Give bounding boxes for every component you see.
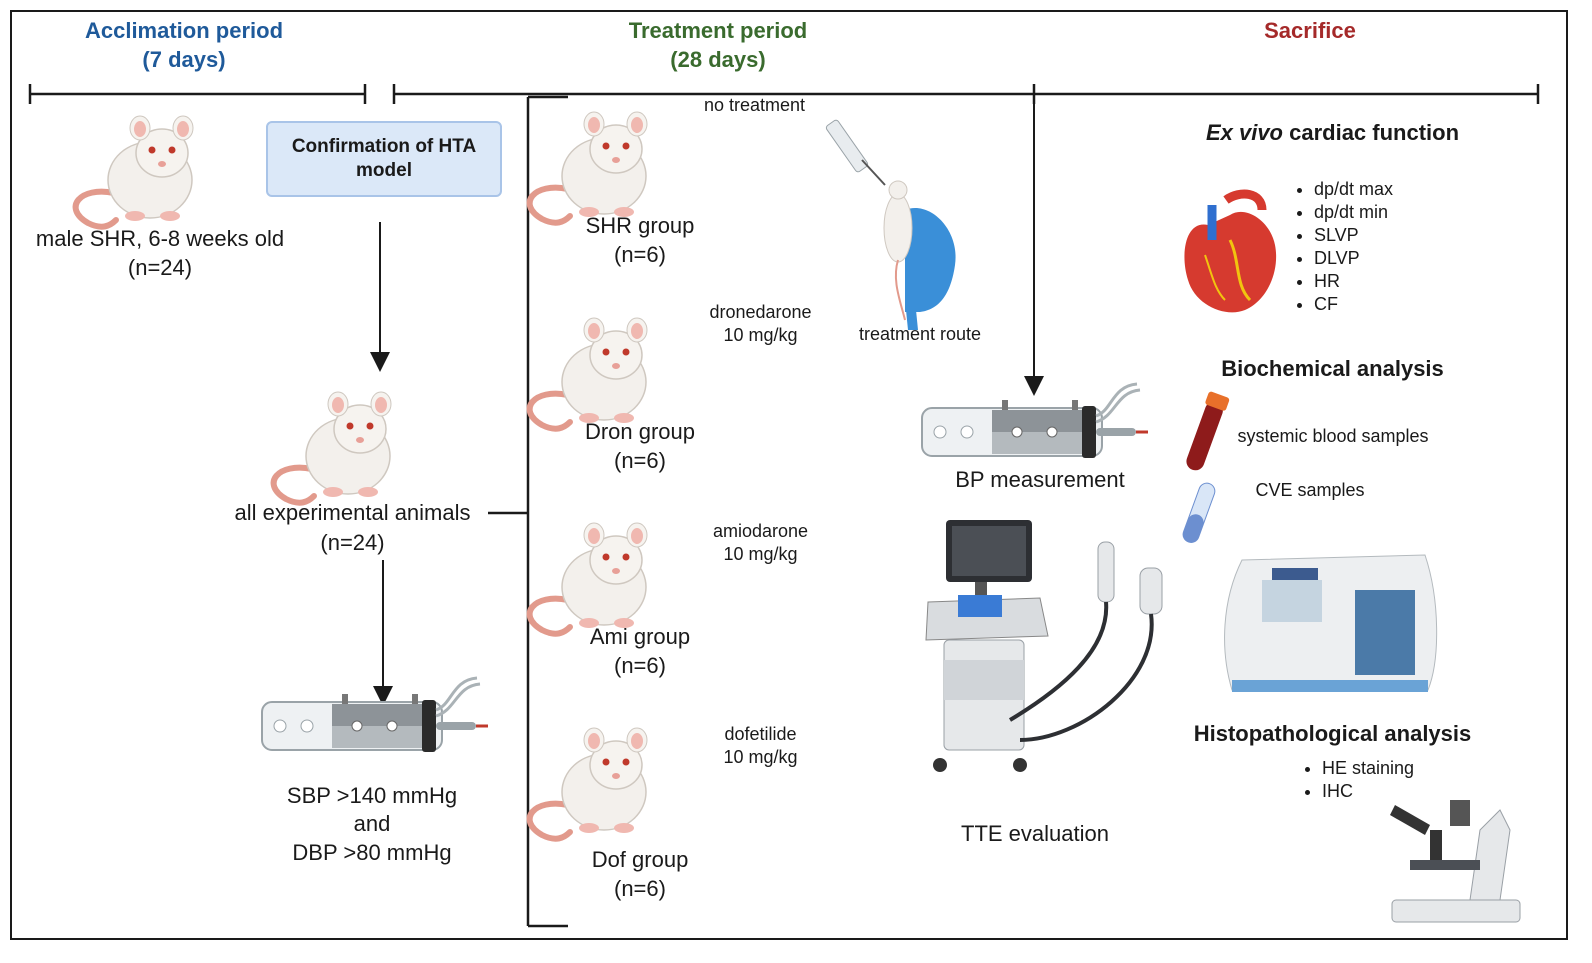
ultrasound-machine-icon (925, 520, 1163, 772)
rat-icon-ami-group (530, 523, 647, 634)
microscope-icon (1390, 800, 1521, 923)
criteria-sbp: SBP >140 mmHg (286, 783, 458, 808)
criteria-dbp: DBP >80 mmHg (292, 840, 452, 865)
all-animals-count: (n=24) (320, 530, 385, 555)
tte-evaluation-label: TTE evaluation (961, 821, 1109, 846)
biochem-title: Biochemical analysis (1221, 356, 1444, 381)
cardiac-params-list: dp/dt max dp/dt min SLVP DLVP HR CF (1292, 178, 1393, 316)
blood-tube-icon (1186, 391, 1230, 471)
group-dose: 10 mg/kg (723, 544, 798, 564)
heart-icon (1184, 189, 1277, 313)
animals-label: male SHR, 6-8 weeks old (35, 226, 285, 251)
list-item: dp/dt min (1314, 201, 1393, 224)
treatment-title: Treatment period (628, 18, 808, 43)
bp-measurement-label: BP measurement (955, 467, 1125, 492)
tail-cuff-restrainer-icon (260, 676, 490, 754)
spectrophotometer-icon (1224, 554, 1438, 692)
blood-samples-label: systemic blood samples (1237, 426, 1429, 446)
group-name: Dof group (591, 847, 689, 872)
animals-count: (n=24) (127, 255, 193, 280)
group-name: Dron group (584, 419, 696, 444)
rat-icon-male-shr (76, 116, 193, 227)
group-dose: 10 mg/kg (723, 747, 798, 767)
group-count: (n=6) (614, 242, 666, 267)
group-name: Ami group (589, 624, 691, 649)
list-item: CF (1314, 293, 1393, 316)
rat-icon-dof-group (530, 728, 647, 839)
group-count: (n=6) (614, 876, 666, 901)
list-item: HR (1314, 270, 1393, 293)
cve-tube-icon (1182, 482, 1216, 543)
all-animals-label: all experimental animals (234, 500, 471, 525)
rat-icon-all-animals (274, 392, 391, 503)
group-treatment: no treatment (703, 95, 806, 115)
acclimation-title: Acclimation period (84, 18, 284, 43)
treatment-duration: (28 days) (670, 47, 766, 72)
list-item: HE staining (1322, 757, 1414, 780)
sacrifice-title: Sacrifice (1264, 18, 1356, 43)
ex-vivo-rest: cardiac function (1283, 120, 1460, 145)
group-dose: 10 mg/kg (723, 325, 798, 345)
treatment-route-label: treatment route (858, 324, 982, 344)
list-item: DLVP (1314, 247, 1393, 270)
cve-samples-label: CVE samples (1255, 480, 1365, 500)
oral-gavage-icon (825, 119, 956, 330)
confirmation-box: Confirmation of HTA model (266, 121, 502, 197)
group-count: (n=6) (614, 448, 666, 473)
list-item: dp/dt max (1314, 178, 1393, 201)
group-count: (n=6) (614, 653, 666, 678)
criteria-and: and (353, 811, 391, 836)
group-treatment: dronedarone (709, 302, 812, 322)
rat-icon-shr-group (530, 112, 647, 223)
rat-icon-dron-group (530, 318, 647, 429)
ex-vivo-title: Ex vivo cardiac function (1190, 120, 1475, 146)
ex-vivo-italic: Ex vivo (1205, 120, 1283, 145)
histo-list: HE staining IHC (1300, 757, 1414, 803)
list-item: SLVP (1314, 224, 1393, 247)
group-name: SHR group (585, 213, 695, 238)
list-item: IHC (1322, 780, 1414, 803)
group-treatment: amiodarone (712, 521, 809, 541)
histo-title: Histopathological analysis (1193, 721, 1472, 746)
tail-cuff-restrainer-icon-bp (920, 382, 1150, 460)
group-treatment: dofetilide (724, 724, 797, 744)
acclimation-duration: (7 days) (142, 47, 226, 72)
figure-frame (10, 10, 1568, 940)
